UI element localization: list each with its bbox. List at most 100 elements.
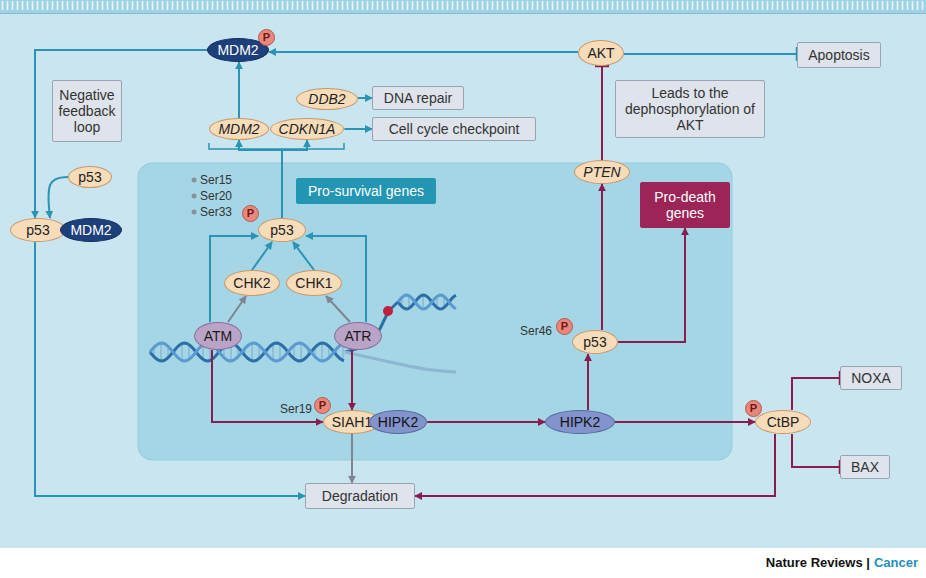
pathway-arrow: [587, 354, 589, 410]
helix-rung: [423, 295, 424, 309]
protein-oval: DDB2: [296, 88, 358, 110]
outcome-box: NOXA: [840, 366, 902, 390]
helix-rung: [273, 344, 274, 360]
helix-rung: [252, 343, 253, 361]
node-text: MDM2: [218, 121, 259, 137]
kinase-oval: HIPK2: [545, 410, 615, 434]
node-text: Degradation: [322, 488, 398, 504]
node-text: p53: [78, 169, 101, 185]
pathway-arrow: [293, 242, 314, 270]
pathway-arrow: [35, 242, 305, 496]
pathway-arrow: [228, 296, 246, 322]
node-text: DNA repair: [384, 90, 452, 106]
outcome-box: Cell cycle checkpoint: [372, 117, 536, 141]
membrane-line: [0, 13, 926, 14]
node-text: ATM: [204, 328, 233, 344]
gene-bracket: [209, 143, 344, 149]
protein-oval: CDKN1A: [270, 118, 345, 140]
bullet: [192, 210, 197, 215]
pathway-arrow: [792, 378, 840, 410]
node-text: SIAH1: [332, 414, 372, 430]
protein-oval: AKT: [578, 40, 624, 66]
pathway-arrow: [415, 434, 775, 496]
node-text: p53: [583, 334, 606, 350]
pathway-arrow: [238, 62, 240, 118]
pathway-arrow: [351, 350, 353, 410]
dna-strand: [150, 343, 344, 361]
protein-oval: p53: [68, 166, 112, 188]
dna-lesion-dot: [383, 306, 393, 316]
residue-label: Ser15: [200, 173, 232, 187]
phospho-mark: P: [242, 205, 259, 222]
pathway-arrow: [252, 242, 272, 270]
helix-rung: [280, 344, 281, 360]
node-text: CHK1: [295, 275, 332, 291]
node-text: CDKN1A: [279, 121, 336, 137]
residue-label: Ser33: [200, 205, 232, 219]
helix-rung: [301, 343, 302, 361]
bullet: [192, 194, 197, 199]
gene-group-box: Pro-death genes: [640, 182, 730, 228]
node-text: CHK2: [233, 275, 270, 291]
node-text: Cell cycle checkpoint: [389, 121, 520, 137]
pathway-arrow: [351, 434, 353, 483]
protein-oval: CHK2: [224, 270, 279, 296]
node-text: ATR: [345, 328, 372, 344]
pathway-arrow: [601, 66, 603, 160]
phospho-mark: P: [556, 318, 573, 335]
gene-group-box: Pro-survival genes: [296, 178, 436, 204]
kinase-oval: HIPK2: [369, 410, 427, 434]
helix-rung: [322, 343, 323, 361]
node-text: Negative feedback loop: [59, 87, 116, 135]
pathway-arrow: [601, 184, 603, 330]
outcome-box: BAX: [840, 455, 890, 479]
residue-label: Ser19: [280, 402, 312, 416]
pathway-arrow: [269, 51, 578, 53]
pathway-arrow: [344, 128, 372, 130]
node-text: p53: [26, 222, 49, 238]
node-text: Pro-survival genes: [308, 183, 424, 199]
pathway-arrow: [326, 296, 350, 322]
residue-label: Ser46: [520, 324, 552, 338]
outcome-box: Apoptosis: [797, 42, 881, 68]
pathway-arrow: [618, 228, 685, 342]
node-text: Leads to the dephosphorylation of AKT: [622, 85, 758, 133]
node-text: Pro-death genes: [647, 189, 723, 221]
protein-oval: PTEN: [574, 160, 629, 184]
outcome-box: DNA repair: [372, 86, 464, 110]
cell-ground: [0, 0, 926, 548]
pathway-arrow: [624, 53, 797, 55]
protein-oval: p53: [258, 218, 306, 242]
node-text: HIPK2: [378, 414, 418, 430]
phospho-mark: P: [745, 400, 762, 417]
protein-oval: MDM2: [60, 218, 122, 242]
node-text: HIPK2: [560, 414, 600, 430]
protein-oval: p53: [572, 330, 618, 354]
pathway-arrow: [358, 97, 372, 99]
dna-strand: [150, 343, 344, 361]
journal-name: Cancer: [874, 555, 918, 570]
pathway-arrow: [212, 350, 323, 422]
pathway-arrow: [615, 421, 755, 423]
kinase-oval: ATR: [334, 322, 382, 350]
residue-label: Ser20: [200, 189, 232, 203]
nucleus: [138, 163, 732, 460]
protein-oval: CtBP: [755, 410, 811, 434]
dna-strand: [398, 295, 456, 309]
dna-helix: [150, 295, 456, 372]
pathway-arrow: [35, 50, 207, 218]
bullet: [192, 178, 197, 183]
node-text: BAX: [851, 459, 879, 475]
pathway-arrow: [427, 421, 545, 423]
node-text: AKT: [587, 45, 614, 61]
node-text: DDB2: [308, 91, 345, 107]
protein-oval: MDM2: [209, 118, 269, 140]
helix-rung: [161, 343, 162, 361]
node-text: Apoptosis: [808, 47, 869, 63]
kinase-oval: ATM: [194, 322, 242, 350]
node-text: CtBP: [767, 414, 800, 430]
node-text: MDM2: [70, 222, 111, 238]
phospho-mark: P: [314, 397, 331, 414]
publisher-credit: Nature Reviews |: [766, 555, 870, 570]
